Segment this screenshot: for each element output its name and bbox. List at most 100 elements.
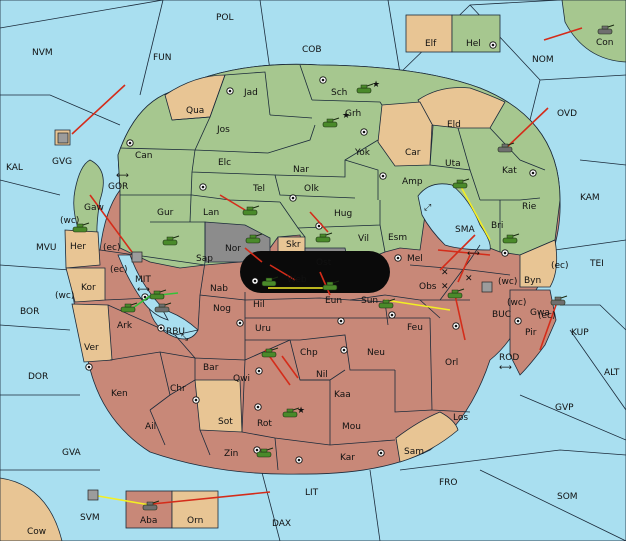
land-label: Kor xyxy=(81,283,96,293)
land-label: Nar xyxy=(293,165,309,175)
supply-centers xyxy=(85,41,537,464)
tank-unit-icon[interactable] xyxy=(356,83,374,94)
tank-unit-icon[interactable] xyxy=(447,288,465,299)
land-label: Grh xyxy=(345,109,361,119)
territory-elf[interactable] xyxy=(405,14,453,53)
fleet-unit-icon[interactable] xyxy=(481,281,493,293)
sea-label: LIT xyxy=(305,488,319,498)
coast-markers: (wc) (ec) (ec) (wc) (wc) (ec) (wc) (ec) xyxy=(55,216,569,321)
order-arrow xyxy=(89,194,133,253)
land-label: Nor xyxy=(225,244,241,254)
cut-order-icon: ✕ xyxy=(441,268,449,278)
tank-unit-icon[interactable] xyxy=(242,205,260,216)
land-label: Nog xyxy=(213,304,231,314)
fleet-unit-icon[interactable] xyxy=(57,132,69,144)
land-label: Aba xyxy=(140,516,157,526)
supply-center-icon xyxy=(254,403,262,411)
sea-label: DOR xyxy=(28,372,48,382)
tank-unit-icon[interactable] xyxy=(245,233,263,244)
star-icon: ★ xyxy=(372,80,380,90)
land-label: Eld xyxy=(447,120,461,130)
land-label: Sam xyxy=(404,447,424,457)
supply-center-icon xyxy=(85,363,93,371)
land-label: Sot xyxy=(218,417,233,427)
land-label: Elc xyxy=(218,158,231,168)
passage-arrow-icon: ⟷ xyxy=(499,363,512,373)
supply-center-icon xyxy=(226,87,234,95)
tank-unit-icon[interactable] xyxy=(550,295,568,306)
coast-marker: (ec) xyxy=(551,261,569,271)
order-arrow xyxy=(437,249,491,256)
sea-label: COB xyxy=(302,45,322,55)
passage-arrow-icon: ⤡ xyxy=(181,333,188,343)
supply-center-icon xyxy=(529,169,537,177)
tank-unit-icon[interactable] xyxy=(261,347,279,358)
sea-label: ALT xyxy=(604,368,620,378)
land-label: Esm xyxy=(388,233,407,243)
tank-unit-icon[interactable] xyxy=(597,24,615,35)
tank-unit-icon[interactable] xyxy=(497,142,515,153)
territory-eld[interactable] xyxy=(417,87,506,129)
tank-unit-icon[interactable] xyxy=(154,302,172,313)
sea-label: SMA xyxy=(455,225,475,235)
tank-unit-icon[interactable] xyxy=(315,232,333,243)
tank-unit-icon[interactable] xyxy=(322,280,340,291)
tank-unit-icon[interactable] xyxy=(72,222,90,233)
land-label: Rot xyxy=(257,419,272,429)
land-label: Hug xyxy=(334,209,352,219)
land-label: Chp xyxy=(300,348,318,358)
sea-label: SVM xyxy=(80,513,100,523)
sea-sma[interactable] xyxy=(417,183,491,251)
supply-center-icon xyxy=(377,449,385,457)
coast-marker: (wc) xyxy=(498,277,517,287)
tank-unit-icon[interactable] xyxy=(502,233,520,244)
fleet-unit-icon[interactable] xyxy=(131,251,143,263)
territory-gwa[interactable] xyxy=(509,289,557,376)
tank-unit-icon[interactable] xyxy=(142,500,160,511)
order-arrow xyxy=(269,264,296,281)
units-layer: ★★★✕✕✕ xyxy=(57,24,615,511)
tank-unit-icon[interactable] xyxy=(261,276,279,287)
passage-markers: ⟷ ⟷ ⟷ ⟷ ⤡ ⤢ xyxy=(116,171,512,373)
order-arrow xyxy=(439,234,476,271)
land-label: Bri xyxy=(491,221,503,231)
land-label: Amp xyxy=(402,177,423,187)
sea-label: KAM xyxy=(580,193,600,203)
supply-center-icon xyxy=(289,194,297,202)
land-label: Kar xyxy=(340,453,355,463)
tank-unit-icon[interactable] xyxy=(452,178,470,189)
tank-unit-icon[interactable] xyxy=(282,407,300,418)
sea-label: ROD xyxy=(499,353,519,363)
land-label: Ver xyxy=(84,343,99,353)
tank-unit-icon[interactable] xyxy=(120,302,138,313)
land-label: Kaa xyxy=(334,390,351,400)
order-arrow xyxy=(543,27,583,41)
sea-label: DAX xyxy=(272,519,291,529)
supply-center-icon xyxy=(388,311,396,319)
order-arrow xyxy=(219,194,246,211)
land-label: Nab xyxy=(210,284,228,294)
sea-mit[interactable] xyxy=(117,254,169,321)
supply-center-icon xyxy=(452,322,460,330)
land-label: Gur xyxy=(157,208,174,218)
tank-unit-icon[interactable] xyxy=(378,298,396,309)
territory-sam[interactable] xyxy=(395,411,459,463)
territory-byn[interactable] xyxy=(519,239,558,288)
sea-label: GVA xyxy=(62,448,82,458)
territory-orn[interactable] xyxy=(171,490,219,529)
tank-unit-icon[interactable] xyxy=(162,235,180,246)
order-arrow xyxy=(457,254,471,283)
coast-marker: (wc) xyxy=(60,216,79,226)
supply-center-icon xyxy=(251,277,259,285)
land-label: Bar xyxy=(203,363,219,373)
land-label: Orl xyxy=(445,358,458,368)
tank-unit-icon[interactable] xyxy=(256,447,274,458)
tank-unit-icon[interactable] xyxy=(149,289,167,300)
sea-label: NVM xyxy=(32,48,53,58)
order-arrow xyxy=(319,271,331,296)
supply-center-icon xyxy=(501,249,509,257)
land-label: Byn xyxy=(524,276,541,286)
tank-unit-icon[interactable] xyxy=(322,117,340,128)
fleet-unit-icon[interactable] xyxy=(87,489,99,501)
